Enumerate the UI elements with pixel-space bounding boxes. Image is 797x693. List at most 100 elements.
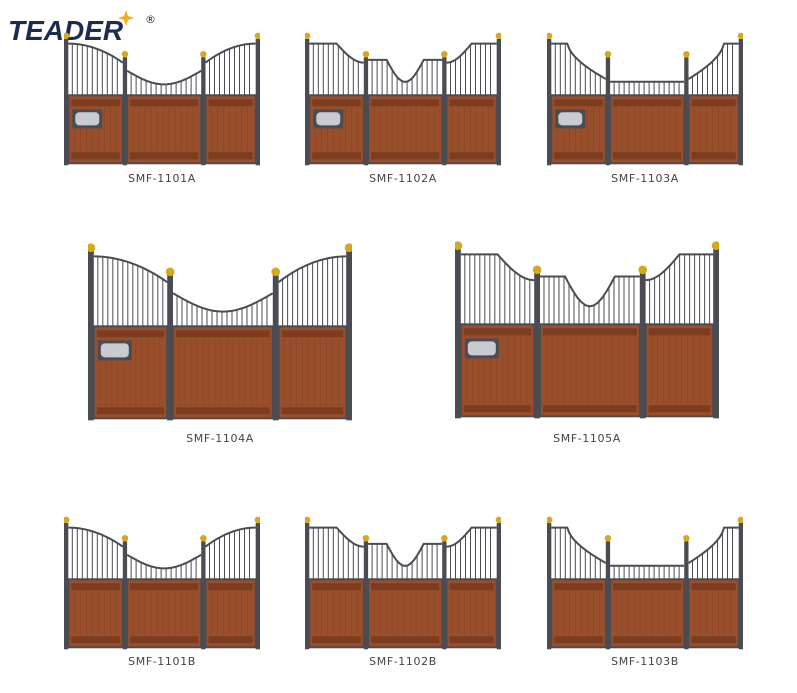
wood-panel [550,94,607,165]
stall-drawing-1102a [305,32,501,166]
feeder-bowl [316,112,341,126]
post-cap [200,50,207,58]
top-rail [204,42,256,64]
post [122,541,128,650]
stall-panel [445,526,498,649]
post-cap [441,50,448,58]
feeder-bowl [467,341,496,356]
post [346,250,352,421]
post [605,541,611,650]
post-cap [271,267,281,277]
stall-panel [67,526,124,649]
stall-panel [459,253,536,418]
model-label: SMF-1101A [128,172,196,185]
wood-rail [691,152,736,160]
wood-panel [687,578,740,649]
post-cap [683,534,690,542]
wood-rail [281,407,344,415]
wood-rail [312,152,361,160]
stall-panel [687,42,740,165]
stall-panel [367,58,444,165]
stall-panel [609,80,686,165]
stall-panel [126,69,203,165]
stall-panel [126,553,203,649]
stall-panel [92,255,169,420]
stall-panel [172,292,274,420]
top-rail [446,526,497,548]
wood-rail [554,583,603,591]
wood-rail [554,152,603,160]
post [122,57,128,166]
top-rail [68,42,124,64]
wood-rail [96,407,165,415]
post-cap [683,50,690,58]
wood-panel [277,325,348,420]
wood-rail [312,636,361,644]
post-cap [362,534,370,542]
wood-rail [71,99,120,107]
model-label: SMF-1102A [369,172,437,185]
stall-panel [204,42,257,165]
post-cap [344,243,352,253]
post-cap [604,50,612,58]
post [547,522,552,650]
top-rail [172,292,274,313]
stall-drawing-1104a [88,243,352,421]
wood-rail [208,152,253,160]
wood-rail [543,405,637,413]
wood-rail [449,636,494,644]
wood-panel [308,578,365,649]
wood-rail [312,583,361,591]
post-cap [88,243,96,253]
wood-rail [176,330,270,338]
post [455,248,461,419]
stall-panel [67,42,124,165]
post-cap [737,516,743,524]
post [713,248,719,419]
model-label: SMF-1103A [611,172,679,185]
wood-panel [459,323,536,418]
stall-panel [445,42,498,165]
wood-rail [691,99,736,107]
wood-panel [644,323,715,418]
wood-rail [554,636,603,644]
top-rail [204,526,256,548]
wood-rail [648,405,711,413]
stall-panel [644,253,715,418]
post [305,522,310,650]
wood-rail [71,636,120,644]
post-cap [362,50,370,58]
post-cap [254,516,260,524]
top-rail [368,542,443,568]
post [534,272,541,419]
post-cap [441,534,448,542]
post-cap [121,50,129,58]
stall-drawing-1102b [305,516,501,650]
stall-panel [550,42,607,165]
post [255,38,260,166]
top-rail [687,42,739,80]
wood-rail [613,152,682,160]
post [738,522,743,650]
wood-rail [312,99,361,107]
wood-panel [609,578,686,649]
wood-rail [691,636,736,644]
stall-panel [687,526,740,649]
post-cap [737,32,743,40]
stall-drawing-1103b [547,516,743,650]
post [305,38,310,166]
wood-rail [371,99,440,107]
post-cap [165,267,175,277]
wood-panel [126,94,203,165]
top-rail [551,42,607,80]
stall-panel [308,526,365,649]
post-cap [64,32,70,40]
wood-rail [208,636,253,644]
model-label: SMF-1103B [611,655,679,668]
post [684,541,689,650]
top-rail [368,58,443,84]
post-cap [121,534,129,542]
star-icon [118,10,134,26]
wood-rail [648,328,711,336]
feeder-bowl [75,112,100,126]
